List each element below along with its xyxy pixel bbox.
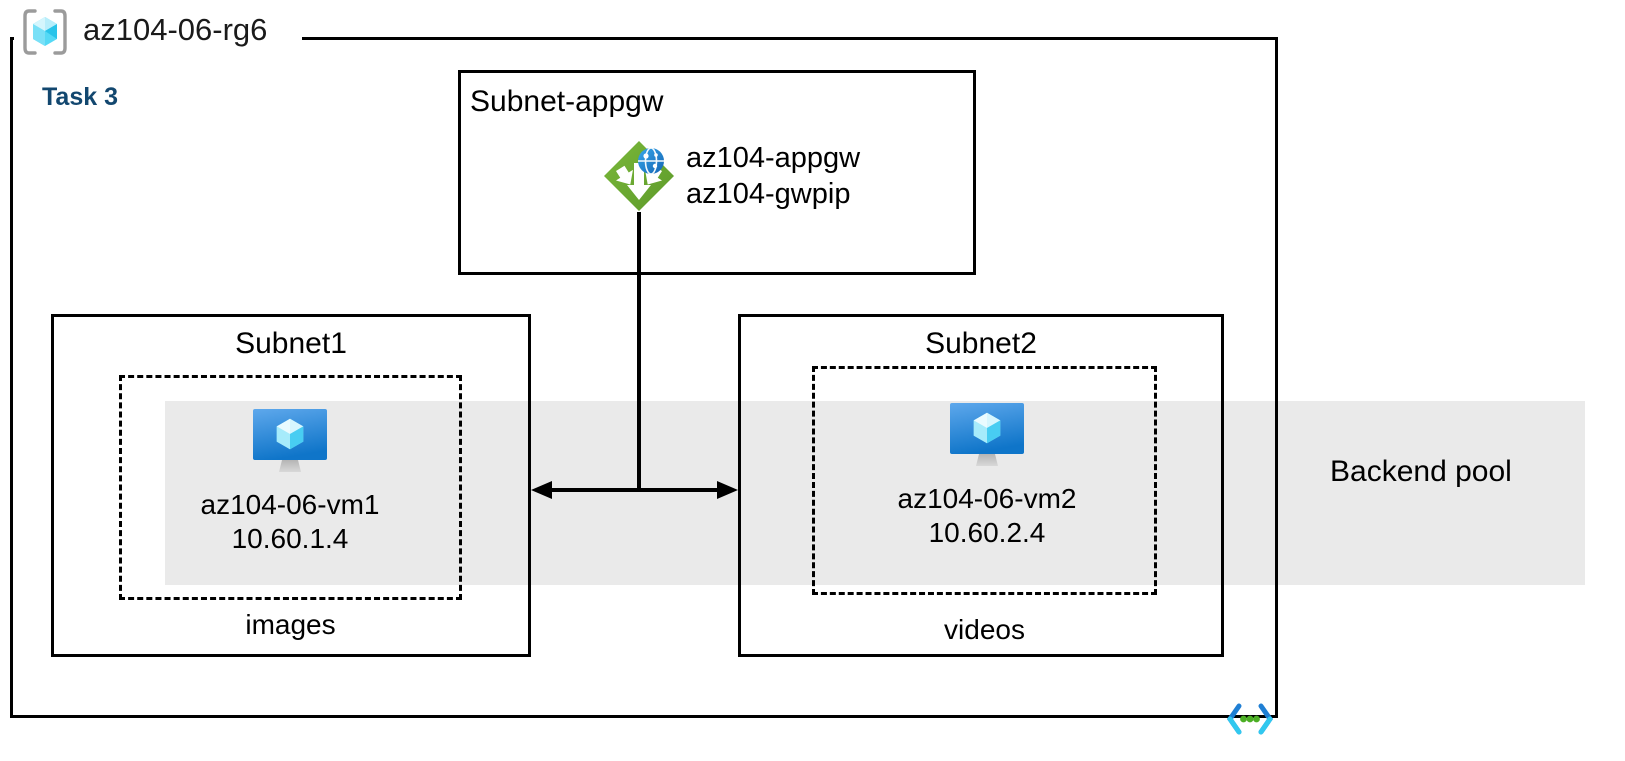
backend-pool-band	[165, 401, 1585, 585]
virtual-network-icon	[1222, 700, 1278, 738]
subnet1-title: Subnet1	[235, 327, 347, 360]
subnet2-title: Subnet2	[925, 327, 1037, 360]
backend-pool-label: Backend pool	[1330, 455, 1512, 488]
resource-group-frame	[10, 37, 1278, 718]
vm1-name: az104-06-vm1	[200, 489, 380, 520]
subnet1-dashed-caption: images	[245, 609, 336, 640]
resource-group-title-gap	[14, 28, 302, 48]
resource-group-title: az104-06-rg6	[83, 12, 268, 47]
vm1-ip: 10.60.1.4	[231, 523, 349, 555]
vm2-ip: 10.60.2.4	[928, 517, 1046, 549]
azure-resource-group-icon	[22, 8, 68, 56]
vm2-name: az104-06-vm2	[897, 483, 1077, 514]
vm2-node: az104-06-vm2 10.60.2.4	[862, 400, 1112, 550]
virtual-machine-icon	[249, 406, 331, 478]
subnet2-dashed-caption: videos	[944, 614, 1025, 645]
subnet1-box	[51, 314, 531, 657]
virtual-machine-icon	[946, 400, 1028, 472]
application-gateway-icon	[600, 137, 678, 215]
subnet-appgw-box	[458, 70, 976, 275]
application-gateway-labels: az104-appgw az104-gwpip	[686, 140, 860, 213]
task-label: Task 3	[42, 83, 118, 111]
appgw-name-line-2: az104-gwpip	[686, 178, 851, 211]
subnet2-box	[738, 314, 1224, 657]
subnet1-dashed-group	[119, 375, 462, 600]
subnet2-dashed-group	[812, 366, 1157, 595]
subnet-appgw-title: Subnet-appgw	[470, 85, 664, 118]
vm1-node: az104-06-vm1 10.60.1.4	[165, 406, 415, 556]
appgw-name-line-1: az104-appgw	[686, 142, 861, 174]
